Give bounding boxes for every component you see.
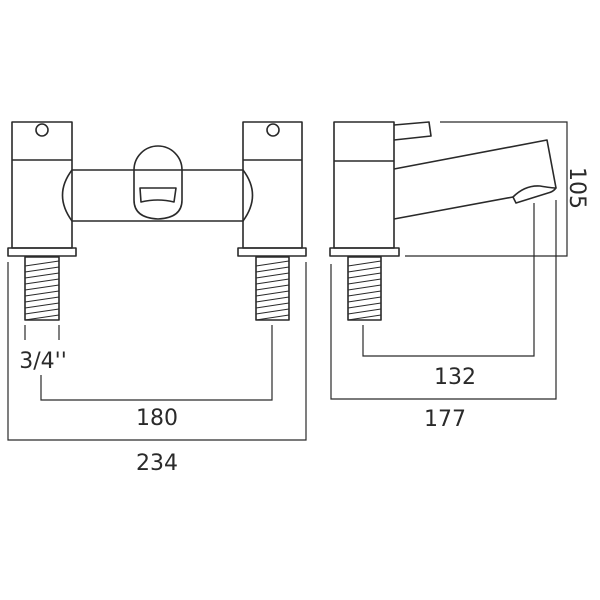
crossbar-body	[61, 145, 254, 222]
side-view: 105 132 177	[329, 121, 589, 432]
thread-line	[255, 266, 290, 273]
left-thread	[24, 256, 60, 321]
thread-line	[347, 302, 382, 309]
thread-line	[255, 284, 290, 291]
thread-line	[255, 272, 290, 279]
thread-line	[255, 296, 290, 303]
thread-line	[24, 296, 60, 303]
right-valve-body	[237, 121, 307, 257]
thread-line	[347, 290, 382, 297]
thread-line	[347, 284, 382, 291]
thread-line	[347, 308, 382, 315]
height-label: 105	[564, 167, 589, 209]
right-handle-knob	[266, 123, 280, 137]
thread-line	[24, 290, 60, 297]
thread-line	[24, 260, 60, 267]
spout-head	[133, 145, 183, 220]
left-handle-knob	[35, 123, 49, 137]
thread-line	[347, 314, 382, 321]
left-valve-body	[7, 121, 77, 257]
centres-label: 180	[136, 406, 178, 431]
thread-line	[255, 260, 290, 267]
thread-line	[347, 278, 382, 285]
thread-line	[24, 278, 60, 285]
thread-line	[24, 272, 60, 279]
side-spout-nozzle	[512, 185, 557, 204]
thread-line	[24, 284, 60, 291]
side-dimensions: 105 132 177	[330, 121, 589, 432]
left-base-plate	[7, 247, 77, 257]
front-dimensions: 3/4'' 180 234	[7, 262, 307, 476]
thread-line	[255, 290, 290, 297]
right-base-plate	[237, 247, 307, 257]
inlet-thread-label: 3/4''	[19, 349, 67, 374]
thread-line	[347, 260, 382, 267]
side-base-plate	[329, 247, 400, 257]
thread-line	[255, 278, 290, 285]
thread-line	[255, 314, 290, 321]
overall-depth-label: 177	[424, 407, 466, 432]
spout-reach-label: 132	[434, 365, 476, 390]
thread-line	[347, 296, 382, 303]
side-spout	[393, 139, 557, 220]
side-valve-body	[333, 121, 395, 249]
thread-line	[24, 308, 60, 315]
spout-outlet	[139, 187, 177, 203]
thread-line	[255, 308, 290, 315]
front-view: 3/4'' 180 234	[7, 121, 307, 476]
right-thread	[255, 256, 290, 321]
side-thread	[347, 256, 382, 321]
overall-width-label: 234	[136, 451, 178, 476]
thread-line	[347, 266, 382, 273]
thread-line	[347, 272, 382, 279]
thread-line	[255, 302, 290, 309]
thread-line	[24, 302, 60, 309]
side-lever	[393, 121, 432, 141]
thread-line	[24, 266, 60, 273]
thread-line	[24, 314, 60, 321]
